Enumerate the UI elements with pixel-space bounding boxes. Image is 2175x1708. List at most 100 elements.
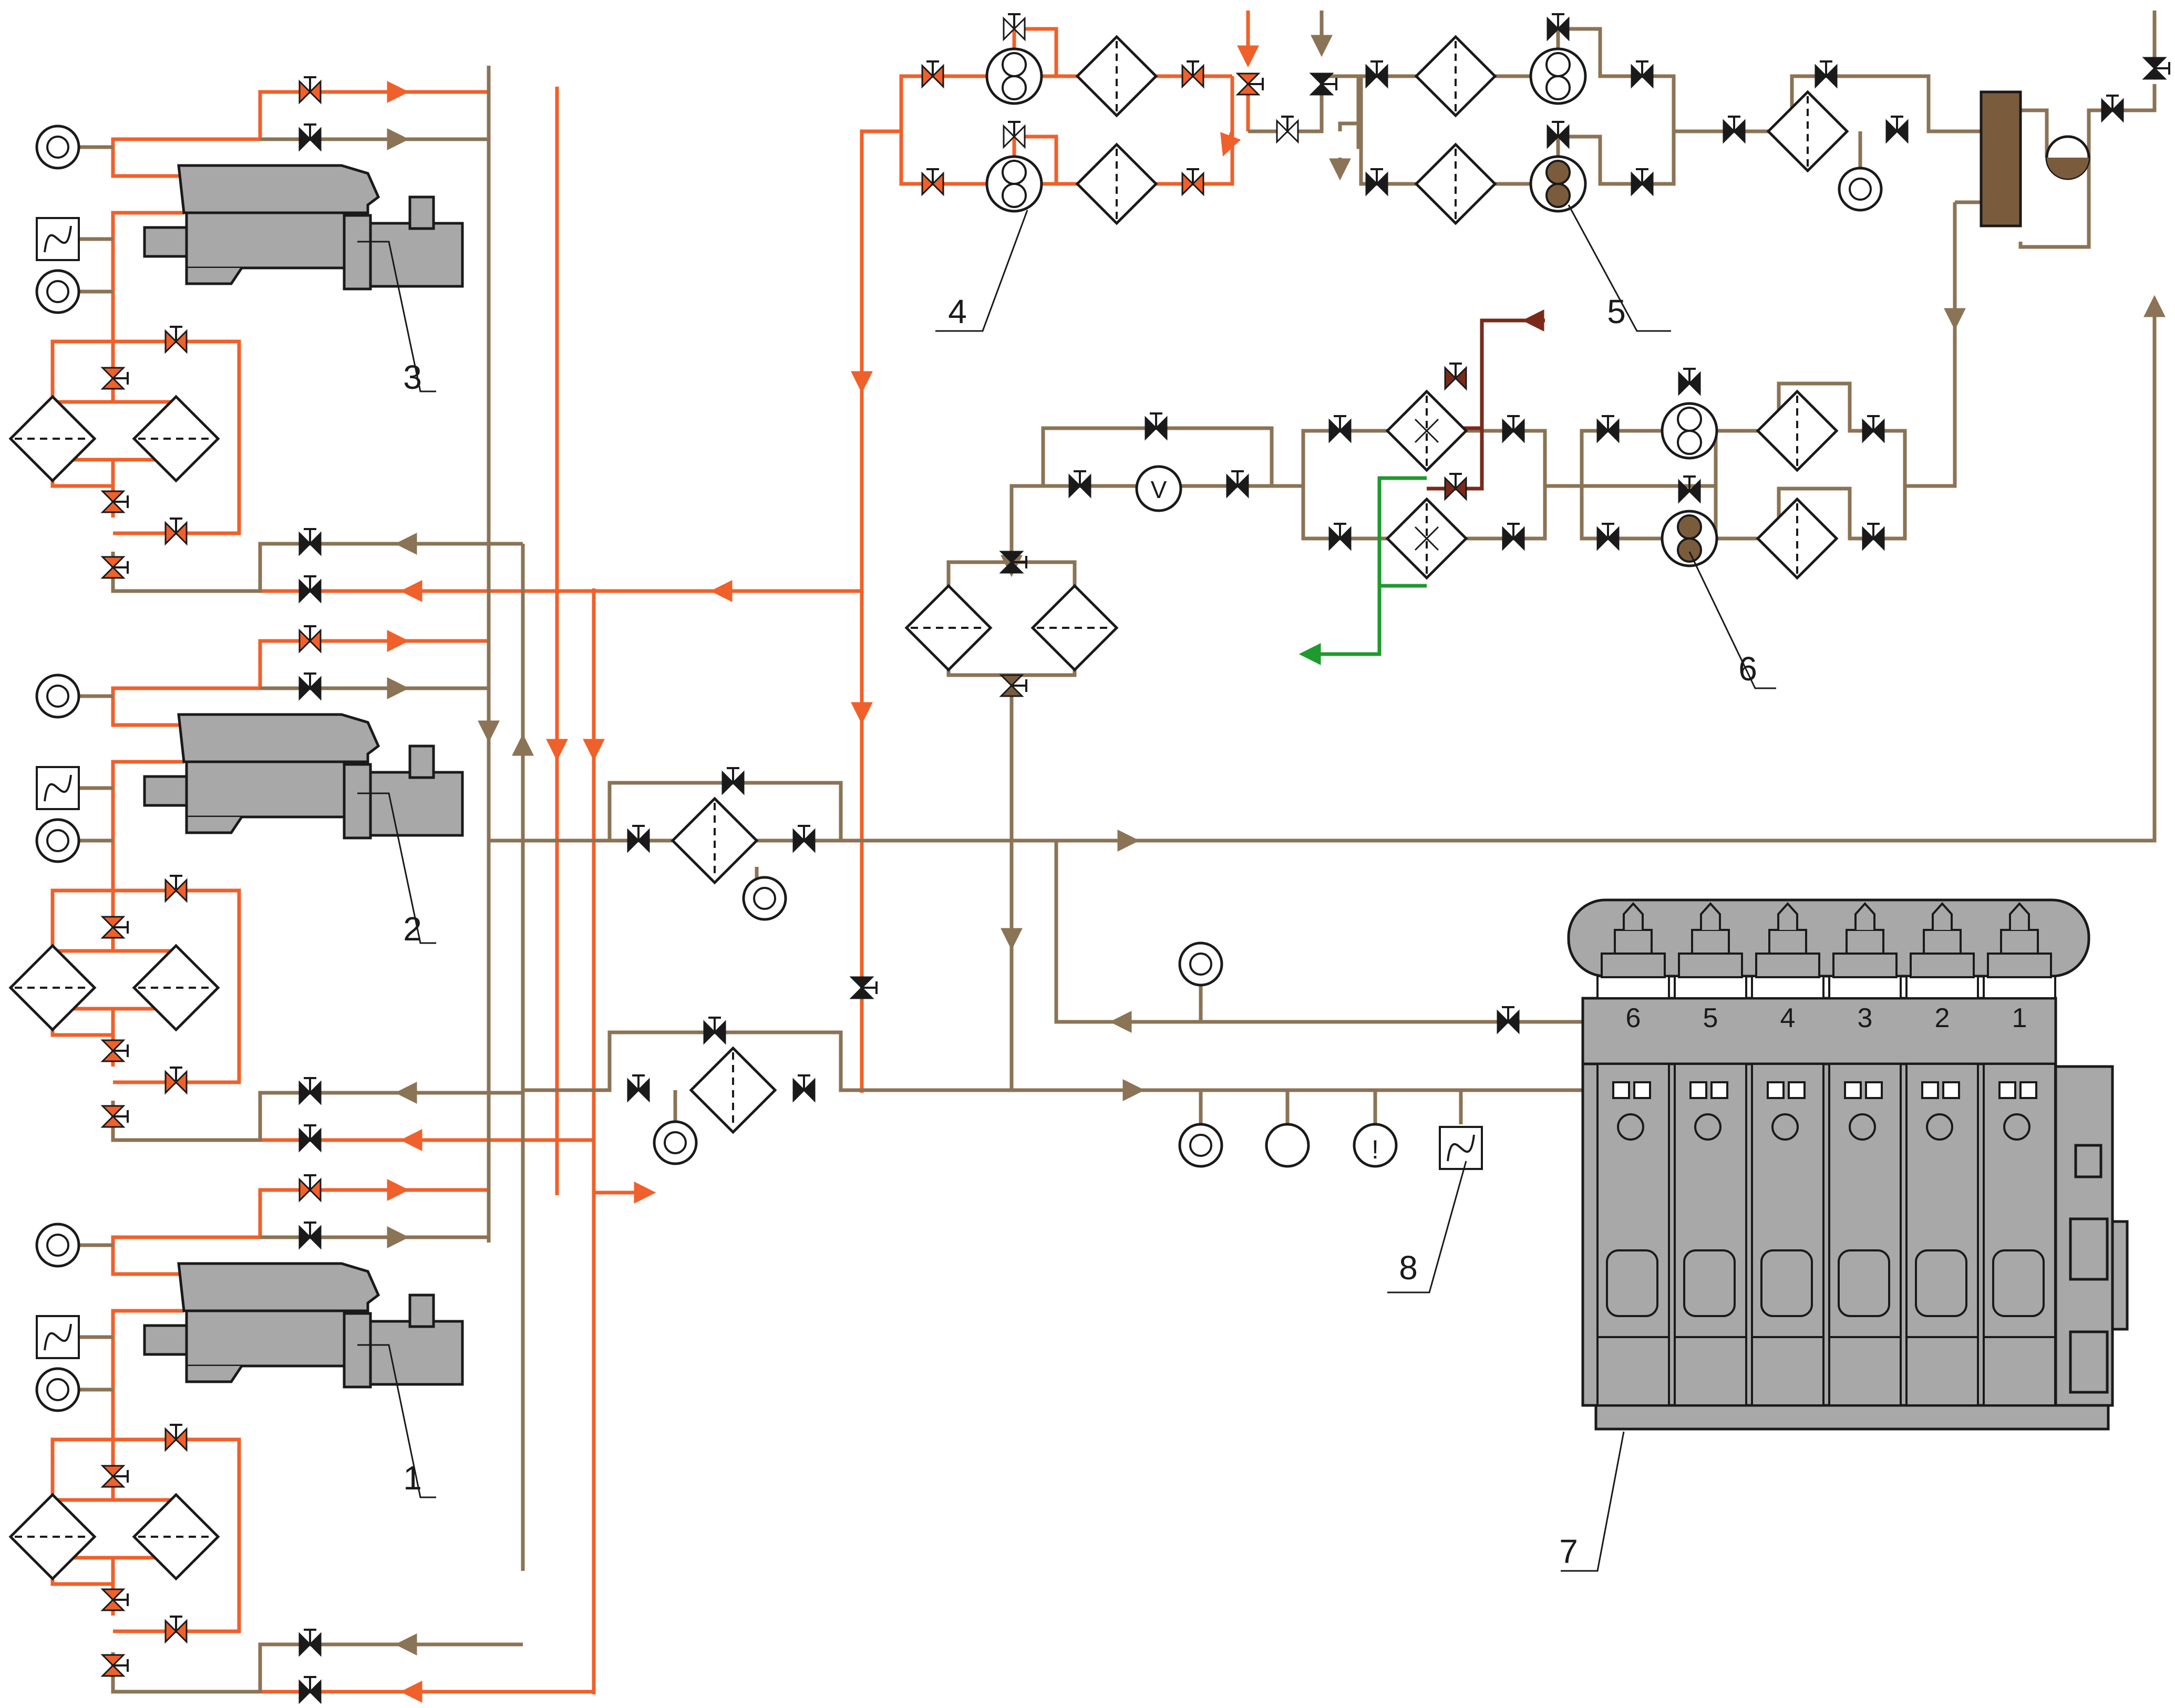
valve-icon[interactable] [1547,13,1570,42]
valve-icon[interactable] [298,1124,322,1153]
valve-icon[interactable] [1596,523,1620,551]
callout-3: 3 [403,358,422,396]
valve-icon[interactable] [1502,523,1525,551]
valve-icon[interactable] [1003,121,1026,149]
valve-icon[interactable] [1365,60,1388,89]
filter-icon [1756,497,1839,580]
valve-icon[interactable] [298,76,322,105]
valve-icon[interactable] [1181,60,1204,89]
valve-icon[interactable] [1862,523,1885,551]
valve-icon[interactable] [921,168,944,196]
valve-icon[interactable] [1502,415,1525,443]
valve-icon[interactable] [164,517,188,546]
valve-icon[interactable] [164,1616,188,1644]
valve-icon[interactable] [1328,415,1352,443]
valve-icon[interactable] [1145,412,1168,441]
valve-icon[interactable] [298,1174,322,1203]
temperature-sensor-icon [36,217,80,261]
pipe-segment [1054,841,1583,1024]
valve-icon[interactable] [298,1222,322,1250]
valve-icon[interactable] [2142,57,2170,80]
valve-icon[interactable] [1596,415,1620,443]
pumps-group [985,47,1718,567]
filter-icon [1414,35,1497,118]
valve-icon[interactable] [298,1676,322,1704]
cylinder-label-1: 1 [2012,1003,2027,1033]
valve-icon[interactable] [1444,473,1467,501]
valve-icon[interactable] [1226,470,1249,499]
valve-icon[interactable] [1276,116,1299,144]
valve-icon[interactable] [100,1465,129,1488]
valve-icon[interactable] [298,672,322,701]
valve-icon[interactable] [1862,415,1885,443]
valve-icon[interactable] [721,767,745,795]
valve-icon[interactable] [2101,95,2124,123]
pressure-gauge-icon [1353,1123,1398,1168]
valve-icon[interactable] [1815,60,1838,89]
temperature-sensor-icon [36,766,80,810]
callout-leader [357,1344,436,1498]
valve-icon[interactable] [792,825,816,853]
valve-icon[interactable] [164,326,188,354]
valve-icon[interactable] [164,1067,188,1095]
valve-icon[interactable] [703,1017,726,1045]
valve-icon[interactable] [298,123,322,152]
valve-icon[interactable] [298,528,322,556]
valve-icon[interactable] [999,551,1027,574]
valve-icon[interactable] [1497,1006,1520,1034]
valve-icon[interactable] [298,625,322,654]
valve-icon[interactable] [100,367,129,390]
pipe-segment [111,1309,184,1440]
valve-icon[interactable] [100,490,129,513]
valve-icon[interactable] [1181,168,1204,196]
gear-pump-icon [1529,47,1587,105]
valve-icon[interactable] [1885,116,1909,144]
valve-icon[interactable] [164,1424,188,1452]
valve-icon[interactable] [1328,523,1352,551]
pipe-segment [899,76,1234,186]
valve-icon[interactable] [1235,73,1264,96]
pressure-gauge-icon [35,818,80,863]
valve-icon[interactable] [627,1074,650,1103]
valve-icon[interactable] [849,976,878,999]
valve-icon[interactable] [164,875,188,903]
generator-set [143,164,464,291]
valve-icon[interactable] [1678,475,1701,504]
valve-icon[interactable] [792,1074,816,1103]
valve-icon[interactable] [298,575,322,604]
valve-icon[interactable] [1444,363,1467,391]
heat-exchanger-icon [1385,497,1468,580]
valve-icon[interactable] [999,674,1027,697]
valve-icon[interactable] [100,556,129,579]
filter-icon [1414,142,1497,225]
valve-icon[interactable] [1631,60,1654,89]
valve-icon[interactable] [298,1629,322,1657]
temperature-sensor-icon [1439,1126,1483,1170]
valve-icon[interactable] [1547,121,1570,149]
valve-icon[interactable] [1068,470,1091,499]
filter-icon [8,944,97,1032]
valve-icon[interactable] [1309,73,1337,96]
valve-icon[interactable] [1631,168,1654,196]
valve-icon[interactable] [100,916,129,939]
valve-icon[interactable] [627,825,650,853]
valve-icon[interactable] [298,1077,322,1105]
pressure-gauge-icon [1178,1123,1223,1168]
pressure-gauge-icon [35,1367,80,1412]
valve-icon[interactable] [1678,368,1701,396]
callout-leader [1561,1431,1625,1572]
filter-icon [1075,142,1158,225]
valve-icon[interactable] [100,1588,129,1611]
filter-icon [1756,389,1839,472]
filter-icon [1030,584,1119,672]
valve-icon[interactable] [1723,116,1746,144]
valve-icon[interactable] [1003,13,1026,42]
valve-icon[interactable] [100,1039,129,1062]
callout-2: 2 [403,910,422,948]
valve-icon[interactable] [921,60,944,89]
pipe-segment [1377,476,1427,588]
valve-icon[interactable] [1365,168,1388,196]
valve-icon[interactable] [100,1654,129,1677]
pipe-segment [1338,27,1981,133]
valve-icon[interactable] [100,1105,129,1128]
